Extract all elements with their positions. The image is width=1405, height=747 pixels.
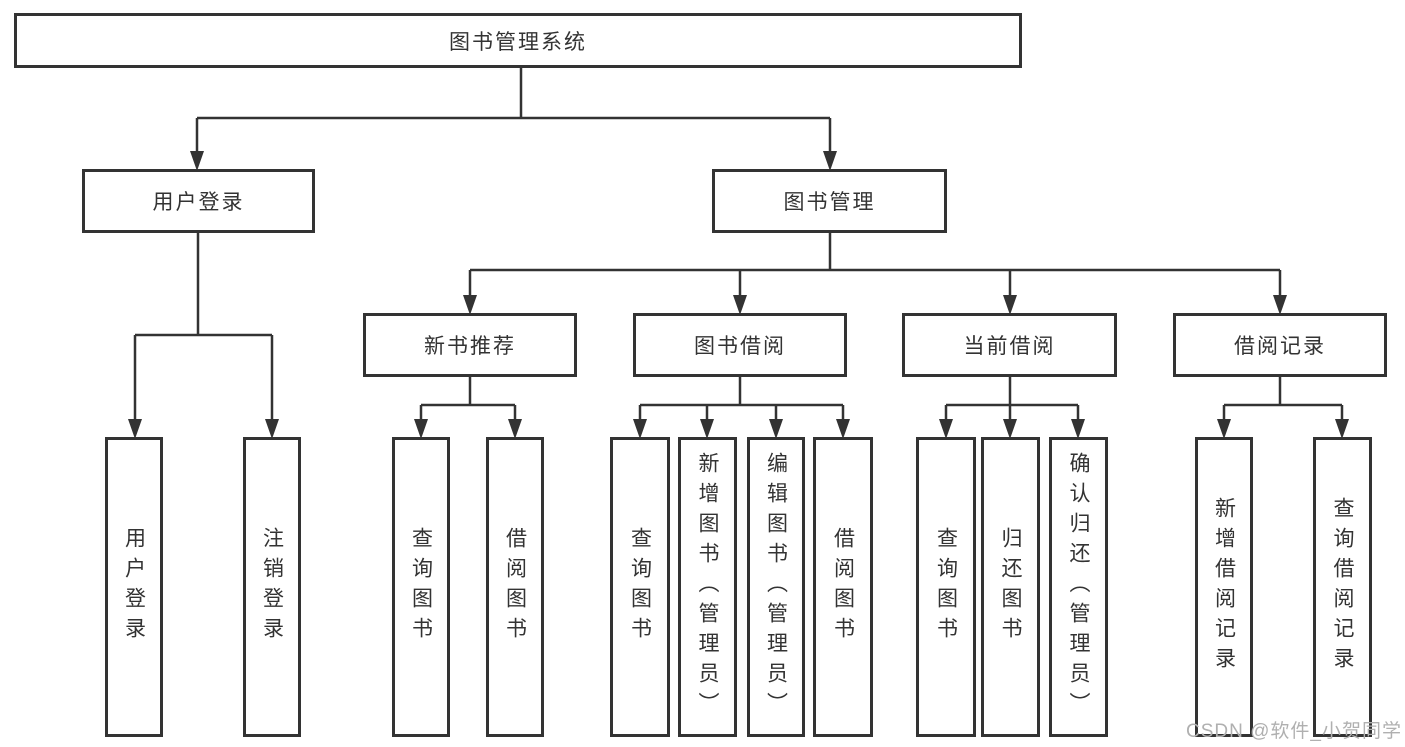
node-user-login: 用户登录: [82, 169, 315, 233]
node-library-system: 图书管理系统: [14, 13, 1022, 68]
node-label: 归还图书: [999, 527, 1022, 647]
leaf-user-login: 用户登录: [105, 437, 163, 737]
leaf-edit-books-admin: 编辑图书（管理员）: [747, 437, 805, 737]
node-book-borrowing: 图书借阅: [633, 313, 847, 377]
node-label: 当前借阅: [963, 335, 1056, 358]
node-book-management: 图书管理: [712, 169, 947, 233]
node-label: 图书管理系统: [449, 30, 587, 54]
node-label: 用户登录: [152, 191, 245, 214]
node-label: 借阅图书: [831, 527, 855, 647]
node-new-book-recommend: 新书推荐: [363, 313, 577, 377]
leaf-query-books-recommend: 查询图书: [392, 437, 450, 737]
leaf-logout: 注销登录: [243, 437, 301, 737]
node-label: 借阅记录: [1234, 335, 1326, 358]
node-label: 借阅图书: [503, 527, 527, 647]
node-label: 查询借阅记录: [1331, 497, 1354, 677]
leaf-query-books-current: 查询图书: [916, 437, 976, 737]
node-label: 用户登录: [122, 527, 146, 647]
leaf-query-books-borrowing: 查询图书: [610, 437, 670, 737]
leaf-confirm-return-admin: 确认归还（管理员）: [1049, 437, 1108, 737]
node-label: 图书借阅: [694, 335, 786, 358]
node-label: 新增图书（管理员）: [696, 452, 719, 722]
node-label: 查询图书: [934, 527, 958, 647]
node-label: 图书管理: [783, 191, 876, 214]
leaf-borrow-books-recommend: 借阅图书: [486, 437, 544, 737]
node-label: 注销登录: [260, 527, 284, 647]
watermark: CSDN @软件_小贺同学: [1186, 721, 1402, 742]
node-label: 新书推荐: [424, 335, 516, 358]
node-label: 新增借阅记录: [1212, 497, 1236, 677]
leaf-query-borrow-record: 查询借阅记录: [1313, 437, 1372, 737]
node-borrowing-records: 借阅记录: [1173, 313, 1387, 377]
node-label: 查询图书: [409, 527, 433, 647]
node-current-borrowing: 当前借阅: [902, 313, 1117, 377]
leaf-add-borrow-record: 新增借阅记录: [1195, 437, 1253, 737]
node-label: 编辑图书（管理员）: [764, 452, 788, 722]
leaf-return-books: 归还图书: [981, 437, 1040, 737]
node-label: 确认归还（管理员）: [1067, 452, 1090, 722]
leaf-add-books-admin: 新增图书（管理员）: [678, 437, 737, 737]
node-label: 查询图书: [628, 527, 652, 647]
leaf-borrow-books-borrowing: 借阅图书: [813, 437, 873, 737]
